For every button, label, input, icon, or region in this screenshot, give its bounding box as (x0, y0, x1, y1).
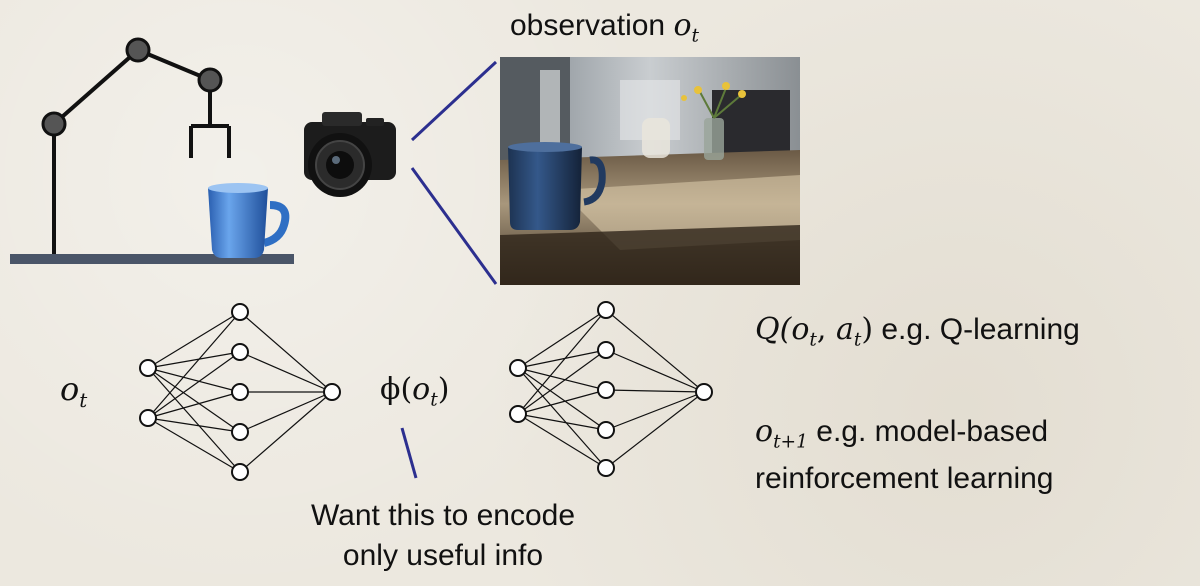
input-node (139, 359, 157, 377)
network-edge (147, 417, 241, 473)
network-edge (517, 413, 607, 431)
hidden-node (231, 463, 249, 481)
network-edge (147, 311, 241, 369)
network-edge (147, 391, 241, 419)
network-edge (517, 309, 607, 369)
network-edge (517, 367, 607, 431)
hidden-node (231, 383, 249, 401)
robot-arm (52, 48, 231, 254)
network-edge (147, 351, 241, 419)
head-network (509, 301, 713, 477)
network-edge (239, 391, 333, 433)
model-based-line2: reinforcement learning (755, 461, 1054, 495)
input-node (139, 409, 157, 427)
network-edge (517, 349, 607, 415)
view-line-top (410, 60, 498, 142)
mug-icon (208, 183, 290, 258)
network-edge (147, 417, 241, 433)
robot-joint-base (41, 111, 67, 137)
hidden-node (597, 459, 615, 477)
hidden-node (597, 341, 615, 359)
hidden-node (231, 343, 249, 361)
robot-table (10, 254, 294, 264)
robot-joint-wrist (197, 67, 223, 93)
network-edge (147, 351, 241, 369)
next-obs-var: ot+1 (755, 414, 808, 453)
model-based-line1: ot+1 e.g. model-based (755, 414, 1049, 453)
network-edge (517, 389, 607, 415)
network-edge (605, 309, 705, 393)
annotation-pointer (400, 427, 418, 479)
hidden-node (231, 423, 249, 441)
model-based-label: ot+1 e.g. model-based reinforcement lear… (755, 414, 1054, 497)
network-edge (239, 311, 333, 393)
output-node (695, 383, 713, 401)
network-edge (605, 349, 705, 393)
network-edge (147, 367, 241, 393)
q-function: Q(ot, at) (755, 312, 874, 351)
network-edge (517, 349, 607, 369)
input-node (509, 405, 527, 423)
network-edge (605, 391, 705, 469)
network-edge (147, 367, 241, 473)
network-edge (517, 413, 607, 469)
observation-title-text: observation (510, 9, 666, 42)
robot-joint-shoulder (125, 37, 151, 63)
robot-scene (10, 37, 294, 264)
network-edge (517, 367, 607, 391)
network-edge (605, 391, 705, 431)
observation-photo (500, 57, 800, 285)
network-edge (517, 367, 607, 469)
hidden-node (597, 301, 615, 319)
network-edge (517, 309, 607, 415)
network-edge (147, 311, 241, 419)
observation-title: observation ot (510, 8, 699, 47)
hidden-node (597, 381, 615, 399)
observation-title-var: ot (673, 8, 699, 47)
network-edge (239, 391, 333, 473)
annotation-line2: only useful info (342, 539, 544, 572)
annotation-text: Want this to encode only useful info (268, 496, 618, 576)
network-edge (605, 389, 705, 393)
hidden-node (597, 421, 615, 439)
camera-icon (304, 112, 396, 197)
input-label: ot (60, 370, 88, 412)
q-learning-text: e.g. Q-learning (873, 313, 1080, 346)
view-line-bottom (410, 167, 498, 285)
encoder-network (139, 303, 341, 481)
hidden-node (231, 303, 249, 321)
network-edge (147, 367, 241, 433)
feature-label: ϕ(ot) (380, 372, 450, 411)
q-learning-label: Q(ot, at) e.g. Q-learning (755, 312, 1080, 351)
output-node (323, 383, 341, 401)
annotation-line1: Want this to encode (310, 499, 576, 532)
input-node (509, 359, 527, 377)
network-edge (239, 351, 333, 393)
